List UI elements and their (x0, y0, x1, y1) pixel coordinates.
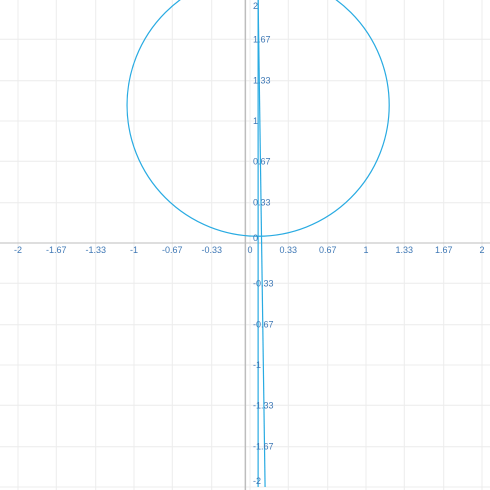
y-tick-label: 0.33 (253, 198, 271, 208)
x-tick-label: -0.67 (162, 245, 183, 255)
series-line (257, 0, 266, 488)
tick-labels: -2 -1.67 -1.33 -1 -0.67 -0.33 0 0.33 0.67 1 1.33 1.… (14, 1, 485, 486)
x-tick-label: -2 (14, 245, 22, 255)
y-tick-label: -1.67 (253, 442, 274, 452)
x-tick-label: 0.67 (319, 245, 337, 255)
y-tick-label: -1 (253, 360, 261, 370)
y-tick-label: -2 (253, 476, 261, 486)
y-tick-label: -1.33 (253, 400, 274, 410)
x-tick-label: 2 (479, 245, 484, 255)
x-tick-label: -1.33 (85, 245, 106, 255)
y-tick-label: 0.67 (253, 156, 271, 166)
plot-series (126, 0, 390, 488)
y-tick-label: 2 (253, 1, 258, 11)
x-tick-label: 1.33 (396, 245, 414, 255)
x-tick-label: -1.67 (46, 245, 67, 255)
y-tick-label: 1.67 (253, 34, 271, 44)
y-tick-label: 1 (253, 116, 258, 126)
x-tick-label: -1 (130, 245, 138, 255)
y-tick-label: -0.33 (253, 278, 274, 288)
y-tick-label: 0 (253, 233, 258, 243)
y-tick-label: 1.33 (253, 76, 271, 86)
x-tick-label: 0.33 (280, 245, 298, 255)
y-tick-label: -0.67 (253, 320, 274, 330)
x-tick-label: 1 (363, 245, 368, 255)
x-tick-label: -0.33 (201, 245, 222, 255)
x-tick-label: 1.67 (435, 245, 453, 255)
x-tick-label: 0 (247, 245, 252, 255)
